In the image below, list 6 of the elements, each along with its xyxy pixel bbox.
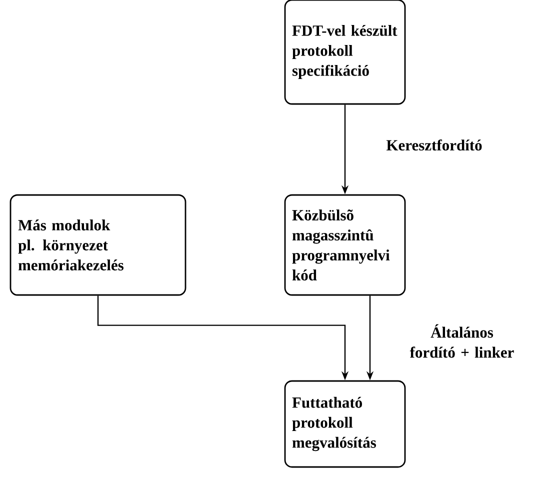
edge-label: Általános fordító + linker	[410, 324, 514, 358]
process-box: FDT-vel készült protokoll specifikáció	[284, 0, 406, 105]
process-box: Más modulok pl. környezet memóriakezelés	[10, 194, 186, 296]
edge-label: Keresztfordító	[386, 139, 482, 151]
process-box: Futtatható protokoll megvalósítás	[284, 380, 406, 468]
process-box: Közbülsõ magasszintû programnyelvi kód	[284, 194, 406, 296]
